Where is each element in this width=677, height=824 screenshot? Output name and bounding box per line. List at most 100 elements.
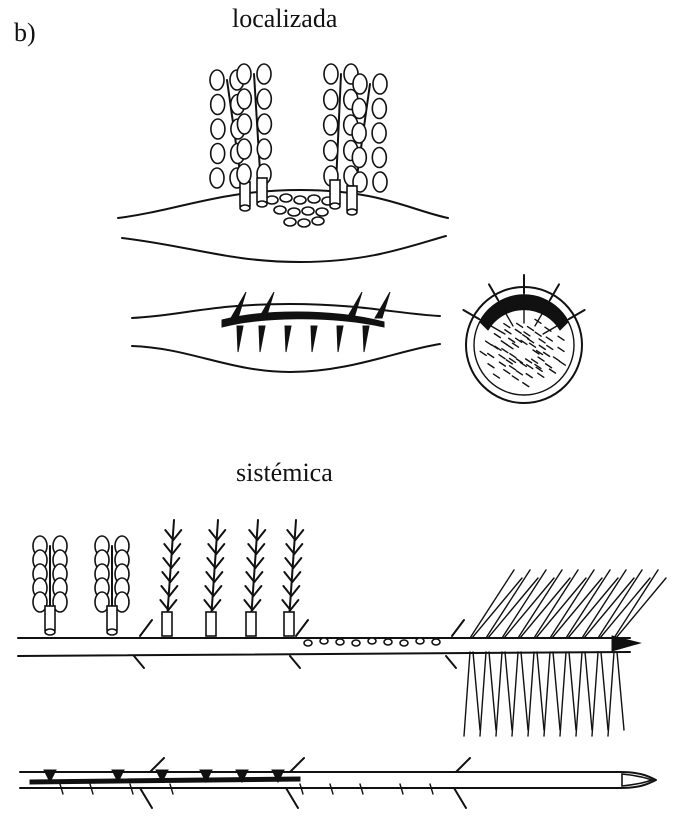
spore-sac xyxy=(372,148,386,168)
pith-mark xyxy=(527,365,533,369)
spike-leaf xyxy=(293,558,301,568)
lesion-spores xyxy=(266,194,334,227)
pith-mark xyxy=(538,373,544,377)
spike-leaf xyxy=(295,530,303,540)
needle xyxy=(601,652,608,730)
pith-mark xyxy=(510,354,516,358)
pith-mark xyxy=(502,349,508,353)
pith-mark xyxy=(510,366,516,370)
spore-sac xyxy=(211,119,225,139)
pith-mark xyxy=(493,374,499,378)
spore-sac xyxy=(237,114,251,134)
swelling xyxy=(384,639,392,645)
needle xyxy=(496,652,502,736)
needle xyxy=(472,578,522,638)
pith-mark xyxy=(529,343,535,347)
spore-sac xyxy=(237,164,251,184)
spike-leaf xyxy=(256,544,264,554)
thorn xyxy=(134,656,144,668)
spore-sac xyxy=(257,89,271,109)
sporophore-base xyxy=(240,182,250,206)
needle xyxy=(616,578,666,638)
needle xyxy=(480,652,486,736)
spike-leaf xyxy=(255,558,263,568)
needle xyxy=(505,652,512,730)
spine xyxy=(375,292,390,318)
branch-lower-outline xyxy=(18,652,630,656)
spore xyxy=(288,208,300,216)
localized-sporophores xyxy=(210,64,387,215)
spike-leaf xyxy=(212,600,220,610)
needle xyxy=(520,578,570,638)
swelling xyxy=(400,640,408,646)
sporophore-base xyxy=(257,178,267,202)
branch-swellings xyxy=(304,638,440,646)
spike-base xyxy=(206,612,216,636)
long-thorn xyxy=(140,788,152,808)
cross-section-pith xyxy=(480,319,565,386)
spike-leaf xyxy=(291,586,299,596)
pith-mark xyxy=(523,383,529,387)
swelling xyxy=(368,638,376,644)
spine xyxy=(237,326,243,352)
spore-sac xyxy=(324,64,338,84)
systemic-spike xyxy=(244,520,265,636)
swelling xyxy=(416,638,424,644)
spike-leaf xyxy=(171,558,179,568)
spore-sac xyxy=(257,114,271,134)
pith-mark xyxy=(558,336,564,340)
pith-mark xyxy=(524,332,530,336)
systemic-spikes xyxy=(160,520,303,636)
pith-mark xyxy=(499,355,505,359)
needle xyxy=(537,652,544,730)
sporophore-foot xyxy=(240,205,250,211)
spore-sac xyxy=(237,89,251,109)
spine xyxy=(311,326,317,352)
spore xyxy=(316,208,328,216)
spike-leaf xyxy=(257,530,265,540)
needle xyxy=(560,652,566,736)
spike-leaf xyxy=(252,600,260,610)
spike-base xyxy=(284,612,294,636)
pith-mark xyxy=(535,332,541,336)
spike-leaf xyxy=(214,572,222,582)
spore-sac xyxy=(257,139,271,159)
spike-leaf xyxy=(253,586,261,596)
needle xyxy=(576,652,582,736)
pith-mark xyxy=(517,323,523,327)
pith-mark xyxy=(547,345,553,349)
spore-sac xyxy=(257,64,271,84)
spike-leaf xyxy=(254,572,262,582)
systemic-longitudinal-section xyxy=(20,758,656,808)
spore-sac xyxy=(324,90,338,110)
systemic-sporophore xyxy=(95,536,129,635)
spore-sac xyxy=(352,148,366,168)
needle xyxy=(544,652,550,736)
systemic-spike xyxy=(204,520,225,636)
thorn xyxy=(446,656,456,668)
spore-sac xyxy=(324,115,338,135)
long-section-stroma xyxy=(30,777,300,784)
spike-leaf xyxy=(217,530,225,540)
spine xyxy=(259,326,265,352)
pith-mark xyxy=(513,343,519,347)
needle xyxy=(553,652,560,730)
spore-sac xyxy=(211,95,225,115)
spike-leaf xyxy=(170,572,178,582)
pith-mark xyxy=(546,364,552,368)
needle xyxy=(464,652,470,736)
spore-sac xyxy=(237,64,251,84)
swelling xyxy=(352,640,360,646)
pith-mark xyxy=(532,359,538,363)
needle xyxy=(512,652,518,736)
spore xyxy=(308,195,320,203)
pith-mark xyxy=(539,339,545,343)
stem-lower-outline xyxy=(122,236,446,262)
spore-sac xyxy=(352,99,366,119)
pith-mark xyxy=(559,361,565,365)
spine xyxy=(363,326,369,352)
section-stroma xyxy=(222,312,384,327)
swelling xyxy=(320,638,328,644)
